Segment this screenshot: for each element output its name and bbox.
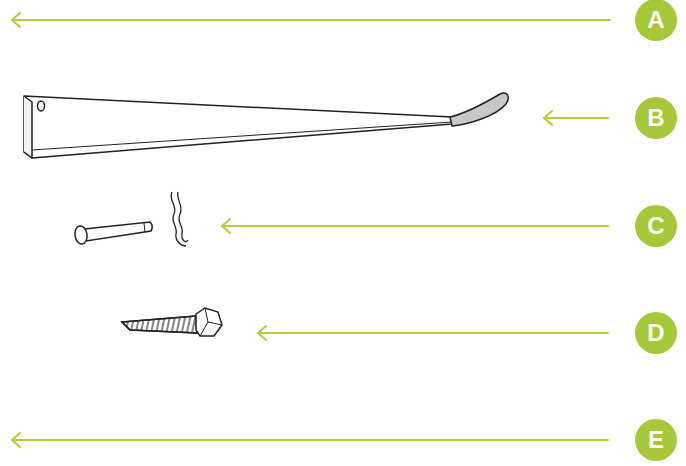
pin-and-clip <box>74 192 188 246</box>
callout-letter: E <box>635 419 677 461</box>
lag-screw <box>122 308 222 336</box>
leader-lines <box>12 13 610 447</box>
callout-circles <box>635 0 677 461</box>
callout-letter: B <box>635 97 677 139</box>
callout-letter: A <box>635 0 677 41</box>
callout-letter: D <box>635 312 677 354</box>
callout-letter: C <box>635 205 677 247</box>
bracket <box>24 93 508 158</box>
